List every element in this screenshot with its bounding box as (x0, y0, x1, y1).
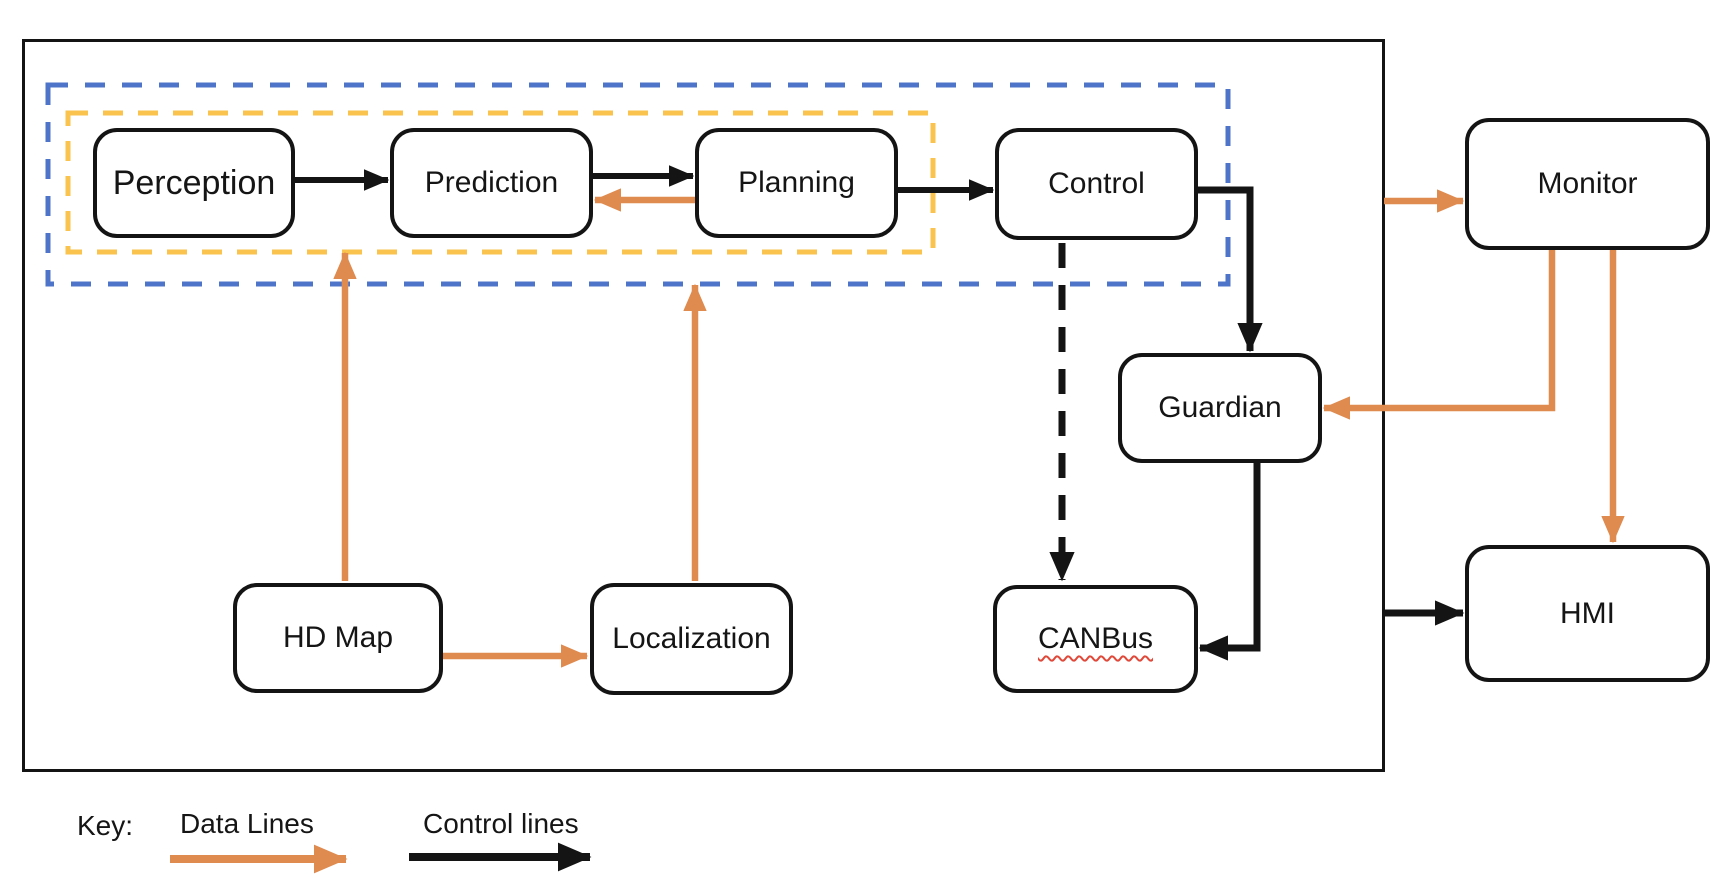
node-localization-label: Localization (612, 622, 771, 655)
node-monitor-label: Monitor (1537, 167, 1638, 200)
node-control-label: Control (1048, 167, 1145, 200)
node-control: Control (995, 128, 1198, 240)
node-canbus: CANBus (993, 585, 1198, 693)
node-prediction-label: Prediction (424, 166, 559, 199)
node-hmi: HMI (1465, 545, 1710, 682)
node-planning: Planning (695, 128, 898, 238)
node-monitor: Monitor (1465, 118, 1710, 250)
edge-control-guardian (1198, 186, 1263, 353)
inner-dashed-group (65, 110, 936, 255)
edge-monitor-guardian (1322, 250, 1556, 420)
edge-guardian-canbus (1198, 463, 1261, 661)
outer-dashed-group (45, 82, 1231, 287)
node-prediction: Prediction (390, 128, 593, 238)
legend-control-lines-label: Control lines (423, 808, 579, 839)
node-canbus-label: CANBus (1037, 622, 1154, 655)
node-hmi-label: HMI (1560, 596, 1615, 630)
legend-key-label: Key: (77, 810, 134, 841)
node-guardian: Guardian (1118, 353, 1322, 463)
node-localization: Localization (590, 583, 793, 695)
node-perception: Perception (93, 128, 295, 238)
legend-data-lines-label: Data Lines (180, 808, 314, 839)
node-hd-map-label: HD Map (282, 621, 394, 654)
node-planning-label: Planning (738, 166, 855, 199)
node-guardian-label: Guardian (1158, 391, 1282, 424)
node-hd-map: HD Map (233, 583, 443, 693)
node-perception-label: Perception (112, 164, 276, 202)
